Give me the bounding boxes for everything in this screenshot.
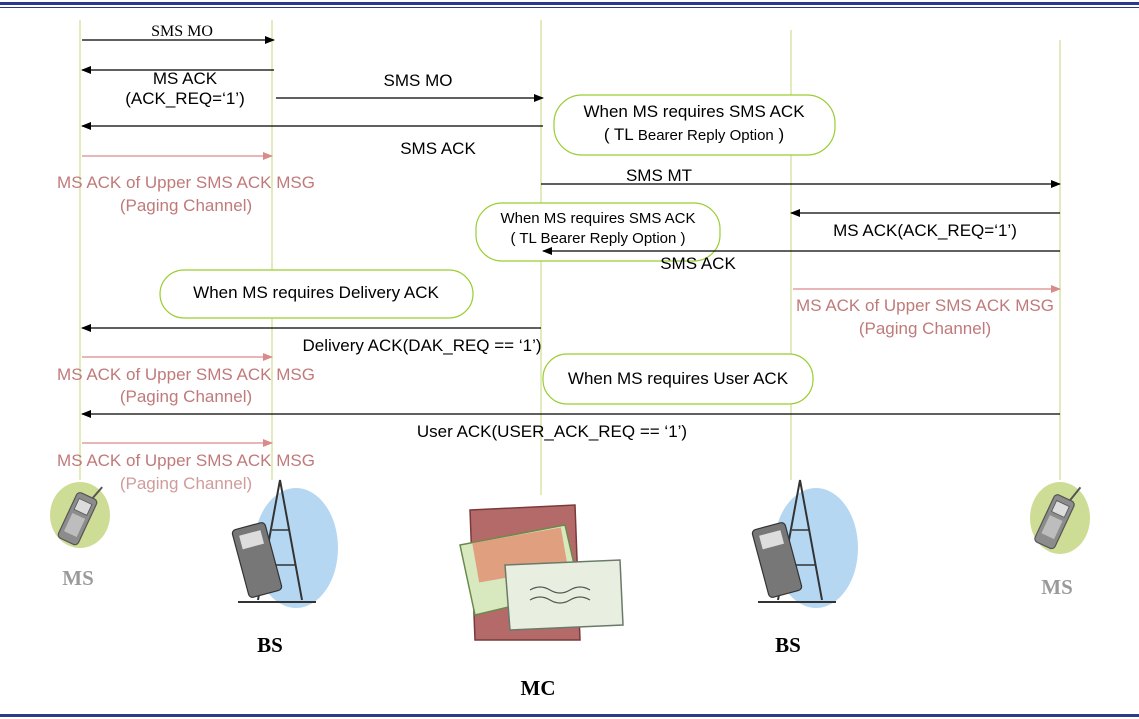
note-sms-ack-1-line2: ( TL Bearer Reply Option ) bbox=[604, 125, 784, 144]
note-sms-ack-2-line2: ( TL Bearer Reply Option ) bbox=[510, 230, 685, 247]
label-ms-ack-2: MS ACK(ACK_REQ=‘1’) bbox=[833, 221, 1017, 240]
mobile-phone-icon bbox=[1030, 482, 1090, 554]
note-user-ack bbox=[542, 353, 814, 405]
node-label-ms-right: MS bbox=[1041, 575, 1073, 599]
label-sms-ack-1: SMS ACK bbox=[400, 139, 476, 158]
note-sms-ack-1-line1: When MS requires SMS ACK bbox=[583, 102, 805, 121]
note-user-ack-text: When MS requires User ACK bbox=[568, 369, 789, 388]
label-paging-left-3a: MS ACK of Upper SMS ACK MSG bbox=[57, 451, 315, 470]
label-sms-mo-2: SMS MO bbox=[384, 71, 453, 90]
label-ms-ack-1: MS ACK bbox=[153, 69, 218, 88]
frame-bottom-line bbox=[0, 714, 1139, 717]
label-ms-ack-1b: (ACK_REQ=‘1’) bbox=[125, 89, 245, 108]
frame-top-line-thin bbox=[0, 7, 1139, 8]
node-label-mc: MC bbox=[521, 676, 556, 700]
label-paging-right-a: MS ACK of Upper SMS ACK MSG bbox=[796, 296, 1054, 315]
radio-tower-icon bbox=[751, 479, 858, 608]
note-delivery-ack-text: When MS requires Delivery ACK bbox=[193, 283, 439, 302]
node-label-bs-left: BS bbox=[257, 633, 283, 657]
node-ms-left: MS bbox=[50, 482, 110, 590]
note-sms-ack-2-line1: When MS requires SMS ACK bbox=[500, 210, 695, 227]
label-paging-right-b: (Paging Channel) bbox=[859, 319, 991, 338]
label-paging-left-1b: (Paging Channel) bbox=[120, 196, 252, 215]
node-bs-left: BS bbox=[231, 479, 338, 657]
label-paging-left-2a: MS ACK of Upper SMS ACK MSG bbox=[57, 365, 315, 384]
radio-tower-icon bbox=[231, 479, 338, 608]
label-paging-left-3b: (Paging Channel) bbox=[120, 474, 252, 493]
note-sms-ack-1 bbox=[553, 94, 836, 156]
node-bs-right: BS bbox=[751, 479, 858, 657]
node-label-ms-left: MS bbox=[62, 566, 94, 590]
frame-top-line bbox=[0, 2, 1139, 5]
label-paging-left-1a: MS ACK of Upper SMS ACK MSG bbox=[57, 173, 315, 192]
node-mc: MC bbox=[459, 504, 624, 700]
label-sms-mt: SMS MT bbox=[626, 166, 692, 185]
label-sms-mo-1: SMS MO bbox=[151, 23, 213, 40]
note-sms-ack-2 bbox=[475, 202, 721, 262]
label-sms-ack-2: SMS ACK bbox=[660, 254, 736, 273]
node-label-bs-right: BS bbox=[775, 633, 801, 657]
label-delivery-ack: Delivery ACK(DAK_REQ == ‘1’) bbox=[302, 336, 541, 355]
messages: SMS MO MS ACK (ACK_REQ=‘1’) SMS MO SMS A… bbox=[57, 23, 1061, 493]
node-ms-right: MS bbox=[1030, 482, 1090, 599]
mobile-phone-icon bbox=[50, 482, 110, 548]
notes: When MS requires SMS ACK ( TL Bearer Rep… bbox=[159, 94, 836, 405]
label-user-ack: User ACK(USER_ACK_REQ == ‘1’) bbox=[417, 422, 687, 441]
mail-envelopes-icon bbox=[459, 504, 624, 641]
label-paging-left-2b: (Paging Channel) bbox=[120, 387, 252, 406]
note-delivery-ack bbox=[159, 269, 474, 319]
